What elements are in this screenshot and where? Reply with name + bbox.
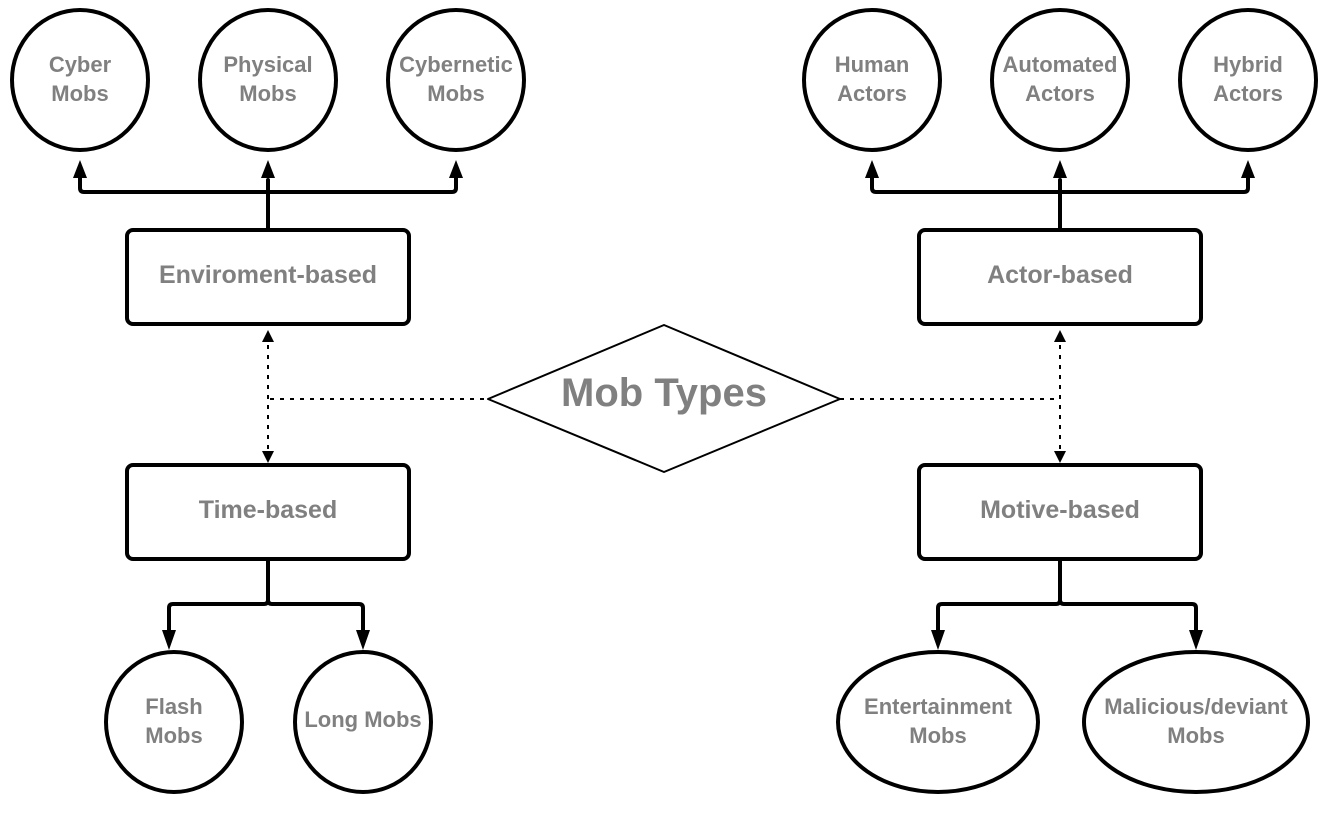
- human-actors-line1: Human: [835, 52, 910, 77]
- physical-mobs-line2: Mobs: [239, 81, 296, 106]
- node-cyber-mobs: Cyber Mobs: [10, 8, 150, 152]
- hybrid-actors-line2: Actors: [1213, 81, 1283, 106]
- arrow-to-flash-mobs: [162, 630, 176, 650]
- arrow-to-automated-actors: [1053, 160, 1067, 178]
- actor-box: [917, 228, 1203, 326]
- cybernetic-mobs-line1: Cybernetic: [399, 52, 513, 77]
- actor-label: Actor-based: [987, 261, 1133, 289]
- node-hybrid-actors: Hybrid Actors: [1178, 8, 1318, 152]
- malicious-mobs-line1: Malicious/deviant: [1104, 694, 1288, 719]
- time-label: Time-based: [199, 496, 337, 524]
- node-physical-mobs: Physical Mobs: [198, 8, 338, 152]
- arrow-to-cyber-mobs: [73, 160, 87, 178]
- actor-connectors: [865, 160, 1255, 232]
- arrow-to-actor: [1054, 330, 1066, 342]
- category-actor: Actor-based: [917, 228, 1203, 326]
- flash-mobs-line2: Mobs: [145, 723, 202, 748]
- node-flash-mobs: Flash Mobs: [104, 650, 244, 794]
- hybrid-actors-line1: Hybrid: [1213, 52, 1283, 77]
- motive-label: Motive-based: [980, 496, 1140, 524]
- dotted-connectors: [262, 330, 1066, 463]
- arrow-to-malicious-mobs: [1189, 630, 1203, 650]
- long-mobs-label: Long Mobs: [304, 707, 421, 732]
- motive-box: [917, 463, 1203, 561]
- arrow-to-entertainment-mobs: [931, 630, 945, 650]
- arrow-to-physical-mobs: [261, 160, 275, 178]
- center-node: Mob Types: [487, 324, 841, 473]
- node-long-mobs: Long Mobs: [293, 650, 433, 794]
- flash-mobs-line1: Flash: [145, 694, 202, 719]
- environment-label: Enviroment-based: [159, 261, 377, 289]
- automated-actors-line1: Automated: [1003, 52, 1118, 77]
- physical-mobs-line1: Physical: [223, 52, 312, 77]
- node-entertainment-mobs: Entertainment Mobs: [836, 650, 1040, 794]
- motive-connectors: [931, 558, 1203, 650]
- arrow-to-hybrid-actors: [1241, 160, 1255, 178]
- category-time: Time-based: [125, 463, 411, 561]
- environment-box: [125, 228, 411, 326]
- arrow-to-long-mobs: [356, 630, 370, 650]
- environment-connectors: [73, 160, 463, 232]
- node-automated-actors: Automated Actors: [990, 8, 1130, 152]
- entertainment-mobs-line2: Mobs: [909, 723, 966, 748]
- entertainment-mobs-line1: Entertainment: [864, 694, 1013, 719]
- arrow-to-human-actors: [865, 160, 879, 178]
- arrow-to-time: [262, 451, 274, 463]
- category-environment: Enviroment-based: [125, 228, 411, 326]
- mob-types-label: Mob Types: [561, 371, 767, 415]
- node-human-actors: Human Actors: [802, 8, 942, 152]
- arrow-to-cybernetic-mobs: [449, 160, 463, 178]
- arrow-to-motive: [1054, 451, 1066, 463]
- human-actors-line2: Actors: [837, 81, 907, 106]
- cyber-mobs-line2: Mobs: [51, 81, 108, 106]
- malicious-mobs-line2: Mobs: [1167, 723, 1224, 748]
- category-motive: Motive-based: [917, 463, 1203, 561]
- mob-types-diamond: [487, 324, 841, 473]
- time-connectors: [162, 558, 370, 650]
- automated-actors-line2: Actors: [1025, 81, 1095, 106]
- time-box: [125, 463, 411, 561]
- node-malicious-deviant-mobs: Malicious/deviant Mobs: [1082, 650, 1310, 794]
- arrow-to-environment: [262, 330, 274, 342]
- node-cybernetic-mobs: Cybernetic Mobs: [386, 8, 526, 152]
- cybernetic-mobs-line2: Mobs: [427, 81, 484, 106]
- cyber-mobs-line1: Cyber: [49, 52, 112, 77]
